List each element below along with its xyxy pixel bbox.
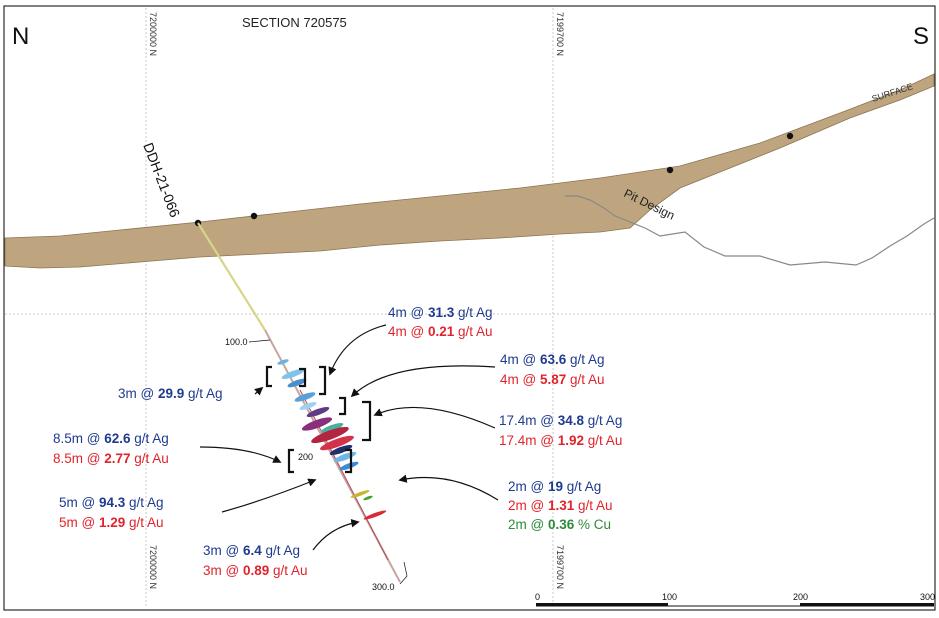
scale-tick-300: 300 [920,592,935,602]
depth-tick-300 [399,561,408,585]
scale-bar-segment [800,603,934,606]
depth-label-300: 300.0 [372,582,395,592]
grid-label-bottom-right: 7199700 N [555,545,565,589]
zone-ellipse [363,495,373,501]
bracket [339,396,347,416]
leader-d [373,406,496,429]
leader-g [221,478,317,513]
zone-ellipse [329,445,353,455]
zone-ellipse [350,490,370,498]
zone-ellipse [301,417,333,431]
leader-c [254,386,264,396]
svg-text:8.5m @ 62.6 g/t Ag: 8.5m @ 62.6 g/t Ag [53,431,169,446]
svg-text:2m @ 1.31 g/t Au: 2m @ 1.31 g/t Au [508,498,613,513]
north-label: N [12,23,29,50]
svg-text:8.5m @ 2.77 g/t Au: 8.5m @ 2.77 g/t Au [53,451,169,466]
svg-text:17.4m @ 1.92 g/t Au: 17.4m @ 1.92 g/t Au [499,433,622,448]
depth-label-100: 100.0 [225,337,248,347]
scale-tick-0: 0 [535,592,540,602]
zone-ellipse [306,407,330,417]
intercept-label-b: 4m @ 63.6 g/t Ag 4m @ 5.87 g/t Au [500,352,605,387]
intercept-label-d: 17.4m @ 34.8 g/t Ag 17.4m @ 1.92 g/t Au [499,413,622,448]
figure-frame [3,5,936,611]
mineralized-zones [277,359,387,520]
zone-ellipse [277,359,289,365]
intercept-label-f: 2m @ 19 g/t Ag 2m @ 1.31 g/t Au 2m @ 0.3… [508,479,613,532]
svg-text:2m @ 19 g/t Ag: 2m @ 19 g/t Ag [508,479,601,494]
section-title: SECTION 720575 [242,15,347,30]
svg-text:4m @ 5.87 g/t Au: 4m @ 5.87 g/t Au [500,372,605,387]
bracket [265,365,272,388]
bracket [299,367,307,388]
zone-ellipse [311,426,349,444]
pit-design-outline [565,195,935,266]
grid-label-bottom-left: 7200000 N [148,545,158,589]
zone-ellipse [320,423,344,433]
grid-label-top-right: 7199700 N [555,12,565,56]
leader-lines [199,324,499,551]
svg-text:3m @ 0.89 g/t Au: 3m @ 0.89 g/t Au [203,563,308,578]
zone-ellipse [281,369,305,379]
survey-point [666,166,674,174]
drill-trace-assay [299,389,389,561]
zone-ellipse [339,461,359,471]
depth-tick-100 [248,339,271,343]
bracket [287,448,294,474]
intercept-brackets [265,365,372,474]
zone-ellipse [287,378,307,388]
survey-point [250,212,258,220]
svg-text:3m @ 29.9 g/t Ag: 3m @ 29.9 g/t Ag [118,386,223,401]
svg-text:4m @ 0.21 g/t Au: 4m @ 0.21 g/t Au [388,324,493,339]
svg-text:5m @ 94.3 g/t Ag: 5m @ 94.3 g/t Ag [59,495,164,510]
leader-h [312,519,360,551]
survey-point [786,132,794,140]
zone-ellipse [294,392,316,402]
svg-text:17.4m @ 34.8 g/t Ag: 17.4m @ 34.8 g/t Ag [499,413,622,428]
leader-a [328,324,387,376]
svg-text:3m @ 6.4 g/t Ag: 3m @ 6.4 g/t Ag [203,543,300,558]
intercept-label-a: 4m @ 31.3 g/t Ag 4m @ 0.21 g/t Au [388,305,493,339]
south-label: S [913,23,929,50]
svg-text:2m @ 0.36 % Cu: 2m @ 0.36 % Cu [508,517,611,532]
bracket [362,400,372,442]
bracket [345,448,353,474]
zone-ellipse [299,402,317,410]
scale-tick-100: 100 [662,592,677,602]
scale-bar: 0 100 200 300 [535,592,935,607]
intercept-label-g: 5m @ 94.3 g/t Ag 5m @ 1.29 g/t Au [59,495,164,530]
zone-ellipse [363,510,387,520]
drill-trace-upper [197,222,266,331]
scale-tick-200: 200 [793,592,808,602]
scale-bar-segment [536,603,668,606]
zone-ellipse [320,435,354,451]
intercept-label-e: 8.5m @ 62.6 g/t Ag 8.5m @ 2.77 g/t Au [53,431,169,466]
svg-text:4m @ 63.6 g/t Ag: 4m @ 63.6 g/t Ag [500,352,605,367]
leader-f [398,474,499,501]
overburden-band [4,73,935,269]
depth-label-200: 200 [298,452,313,462]
svg-text:4m @ 31.3 g/t Ag: 4m @ 31.3 g/t Ag [388,305,493,320]
leader-e [199,446,282,463]
leader-b [350,365,496,398]
svg-text:5m @ 1.29 g/t Au: 5m @ 1.29 g/t Au [59,515,164,530]
intercept-label-h: 3m @ 6.4 g/t Ag 3m @ 0.89 g/t Au [203,543,308,578]
intercept-label-c: 3m @ 29.9 g/t Ag [118,386,223,401]
grid-label-top-left: 7200000 N [148,12,158,56]
bracket [319,365,327,396]
